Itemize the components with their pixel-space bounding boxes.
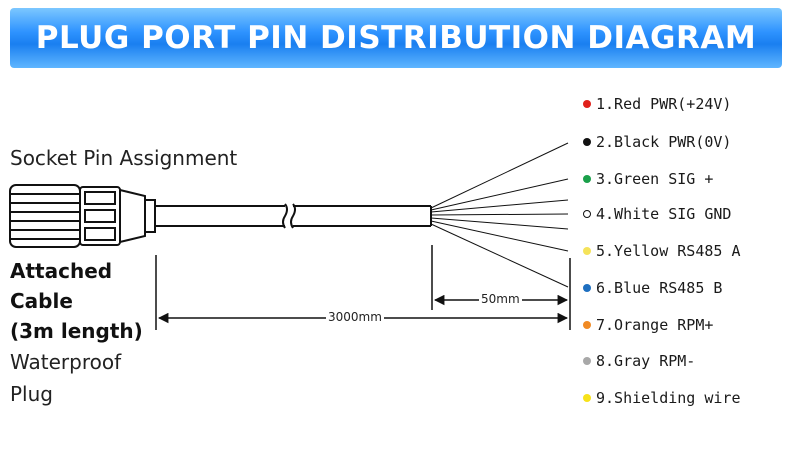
wire-5 [430,213,569,216]
connector-boot [119,188,146,244]
pin-1: 1.Red PWR(+24V) [583,95,731,113]
connector-collar [144,199,156,233]
pin-2: 2.Black PWR(0V) [583,133,731,151]
wire-4 [430,199,569,213]
pin-color-dot [583,210,591,218]
wire-8 [430,223,569,288]
pin-color-dot [583,357,591,365]
connector-slot [84,227,116,241]
cable-info-line-4: Waterproof [10,350,122,374]
pin-label: 5.Yellow RS485 A [596,242,741,260]
pin-label: 4.White SIG GND [596,205,732,223]
pin-3: 3.Green SIG + [583,170,713,188]
pin-color-dot [583,138,591,146]
pin-6: 6.Blue RS485 B [583,279,722,297]
pin-4: 4.White SIG GND [583,205,731,223]
pin-color-dot [583,284,591,292]
cable-info-line-3: (3m length) [10,319,143,343]
connector-plug [9,184,156,248]
connector-slot [84,191,116,205]
pin-label: 6.Blue RS485 B [596,279,723,297]
cable [155,203,432,229]
pin-8: 8.Gray RPM- [583,352,695,370]
socket-pin-assignment-label: Socket Pin Assignment [10,146,238,170]
wire-2 [430,142,569,209]
pin-label: 8.Gray RPM- [596,352,696,370]
cable-info-line-1: Attached [10,259,113,283]
wire-6 [430,217,569,230]
connector-slot [84,209,116,223]
wire-7 [430,220,569,252]
wire-fan [430,142,569,288]
cable-info-line-2: Cable [10,289,73,313]
pin-color-dot [583,247,591,255]
pin-color-dot [583,394,591,402]
pin-label: 3.Green SIG + [596,170,714,188]
pin-9: 9.Shielding wire [583,389,741,407]
diagram-title: PLUG PORT PIN DISTRIBUTION DIAGRAM [35,20,757,56]
title-banner: PLUG PORT PIN DISTRIBUTION DIAGRAM [10,8,782,68]
wire-3 [430,178,569,211]
pin-label: 2.Black PWR(0V) [596,133,732,151]
cable-info-line-5: Plug [10,382,53,406]
pin-color-dot [583,321,591,329]
pin-label: 9.Shielding wire [596,389,741,407]
dim-strip-label: 50mm [479,292,522,306]
pin-5: 5.Yellow RS485 A [583,242,741,260]
pin-label: 7.Orange RPM+ [596,316,714,334]
pin-label: 1.Red PWR(+24V) [596,95,732,113]
dim-total-label: 3000mm [326,310,384,324]
pin-7: 7.Orange RPM+ [583,316,713,334]
cable-info: Attached Cable (3m length) Waterproof Pl… [10,256,143,410]
pin-color-dot [583,175,591,183]
pin-color-dot [583,100,591,108]
